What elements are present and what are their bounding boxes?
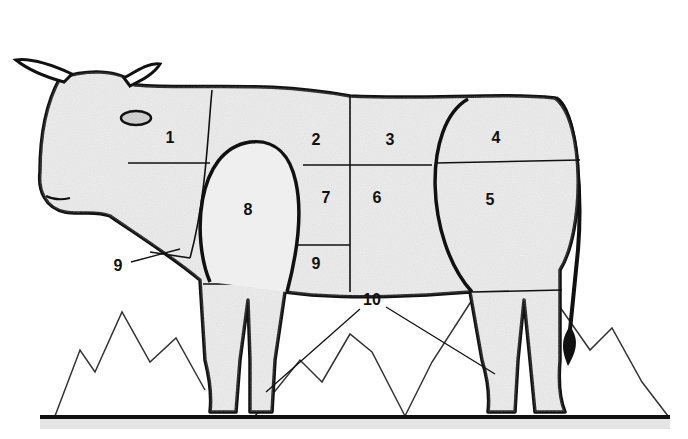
tail-tuft: [563, 326, 576, 366]
ear: [121, 111, 151, 125]
stipple: [40, 72, 578, 412]
leader-lines: [131, 249, 495, 392]
mouth: [46, 196, 70, 199]
callout-number: 3: [386, 132, 395, 148]
ground-line: [40, 415, 670, 419]
callout-number: 2: [312, 132, 321, 148]
mountains: [55, 300, 668, 416]
callout-number: 9: [312, 256, 321, 272]
callout-number: 10: [363, 292, 381, 308]
callout-number: 8: [244, 202, 253, 218]
cow-body: [40, 72, 578, 412]
callout-number: 5: [486, 192, 495, 208]
cut-lines: [128, 90, 580, 292]
hindquarter-outline: [435, 99, 472, 292]
horn: [16, 60, 72, 82]
callout-number: 1: [166, 130, 175, 146]
shoulder-outline: [200, 142, 299, 292]
callout-number: 4: [492, 130, 501, 146]
callout-number: 9: [114, 258, 123, 274]
callout-number: 6: [373, 190, 382, 206]
ground-band: [40, 419, 670, 429]
callout-number: 7: [322, 190, 331, 206]
horn: [124, 64, 160, 86]
